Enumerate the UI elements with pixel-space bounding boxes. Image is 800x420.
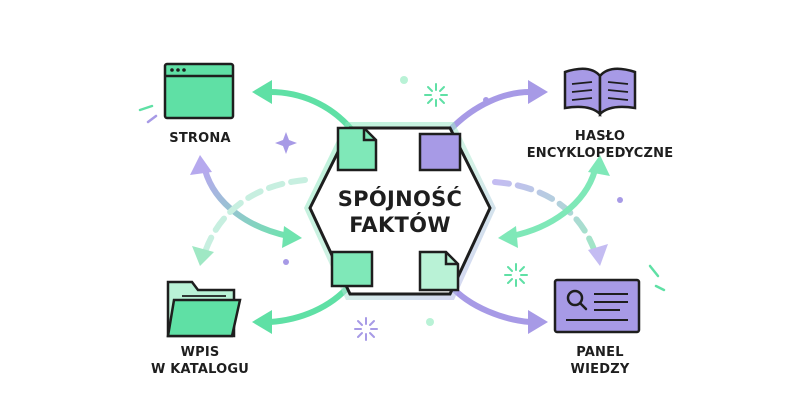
document-icon [336,126,378,172]
arrow-to-haslo [447,80,548,133]
node-label-haslo-line2: ENCYKLOPEDYCZNE [526,146,674,161]
browser-window-icon [138,62,235,124]
document-icon [330,250,374,288]
node-label-wpis: WPIS W KATALOGU [140,344,260,378]
arrow-to-wpis [252,282,353,334]
burst-icon [504,263,528,287]
document-icon [418,132,462,172]
node-label-haslo: HASŁO ENCYKLOPEDYCZNE [520,128,680,162]
document-icon [418,250,460,292]
center-title-line2: FAKTÓW [349,213,451,237]
arrow-to-strona [252,80,355,133]
center-title-line1: SPÓJNOŚĆ [337,187,463,211]
center-hub [304,122,496,300]
arrow-strona-to-hub [190,155,302,248]
burst-icon [354,317,378,341]
search-panel-icon [553,264,666,334]
node-label-haslo-line1: HASŁO [574,129,626,144]
node-label-panel-line1: PANEL [576,345,624,360]
burst-icon [424,83,448,107]
node-label-wpis-line1: WPIS [180,345,220,360]
node-label-strona: STRONA [140,130,260,147]
node-label-strona-line1: STRONA [169,131,231,146]
decorative-dots [283,76,623,326]
node-label-wpis-line2: W KATALOGU [150,362,249,377]
arrow-to-panel [447,282,548,334]
sparkle-icon [275,132,297,154]
open-book-icon [563,67,637,118]
node-label-panel: PANEL WIEDZY [540,344,660,378]
arrow-haslo-to-hub [492,179,608,266]
arrow-panel-to-hub [498,155,610,248]
center-title: SPÓJNOŚĆ FAKTÓW [300,186,500,238]
folder-icon [166,280,242,338]
arrow-wpis-to-hub [192,177,308,266]
node-label-panel-line2: WIEDZY [570,362,630,377]
